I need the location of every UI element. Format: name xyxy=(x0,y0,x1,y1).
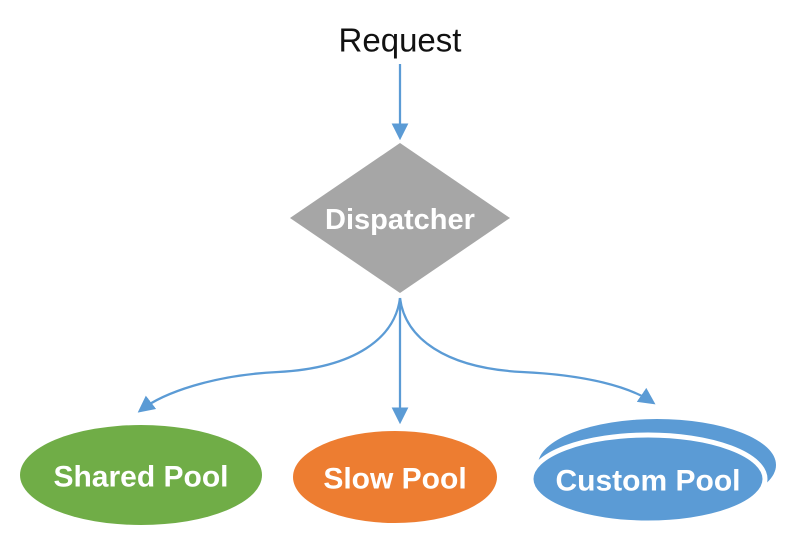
dispatcher-diamond xyxy=(290,143,510,293)
shared-pool-ellipse xyxy=(20,425,262,525)
slow-pool-ellipse xyxy=(293,431,497,523)
shared-pool-node: Shared Pool xyxy=(20,425,262,525)
arrow-dispatcher-to-shared-pool xyxy=(137,297,402,413)
slow-pool-label: Slow Pool xyxy=(323,463,466,496)
dispatcher-label: Dispatcher xyxy=(325,204,475,236)
custom-pool-node: Custom Pool xyxy=(528,419,776,526)
dispatcher-node: Dispatcher xyxy=(290,143,510,293)
shared-pool-label: Shared Pool xyxy=(53,461,228,494)
arrow-dispatcher-to-custom-pool xyxy=(398,297,656,405)
request-label: Request xyxy=(339,22,462,59)
custom-pool-label: Custom Pool xyxy=(556,465,741,498)
custom-pool-ellipse xyxy=(528,432,768,526)
slow-pool-node: Slow Pool xyxy=(293,431,497,523)
